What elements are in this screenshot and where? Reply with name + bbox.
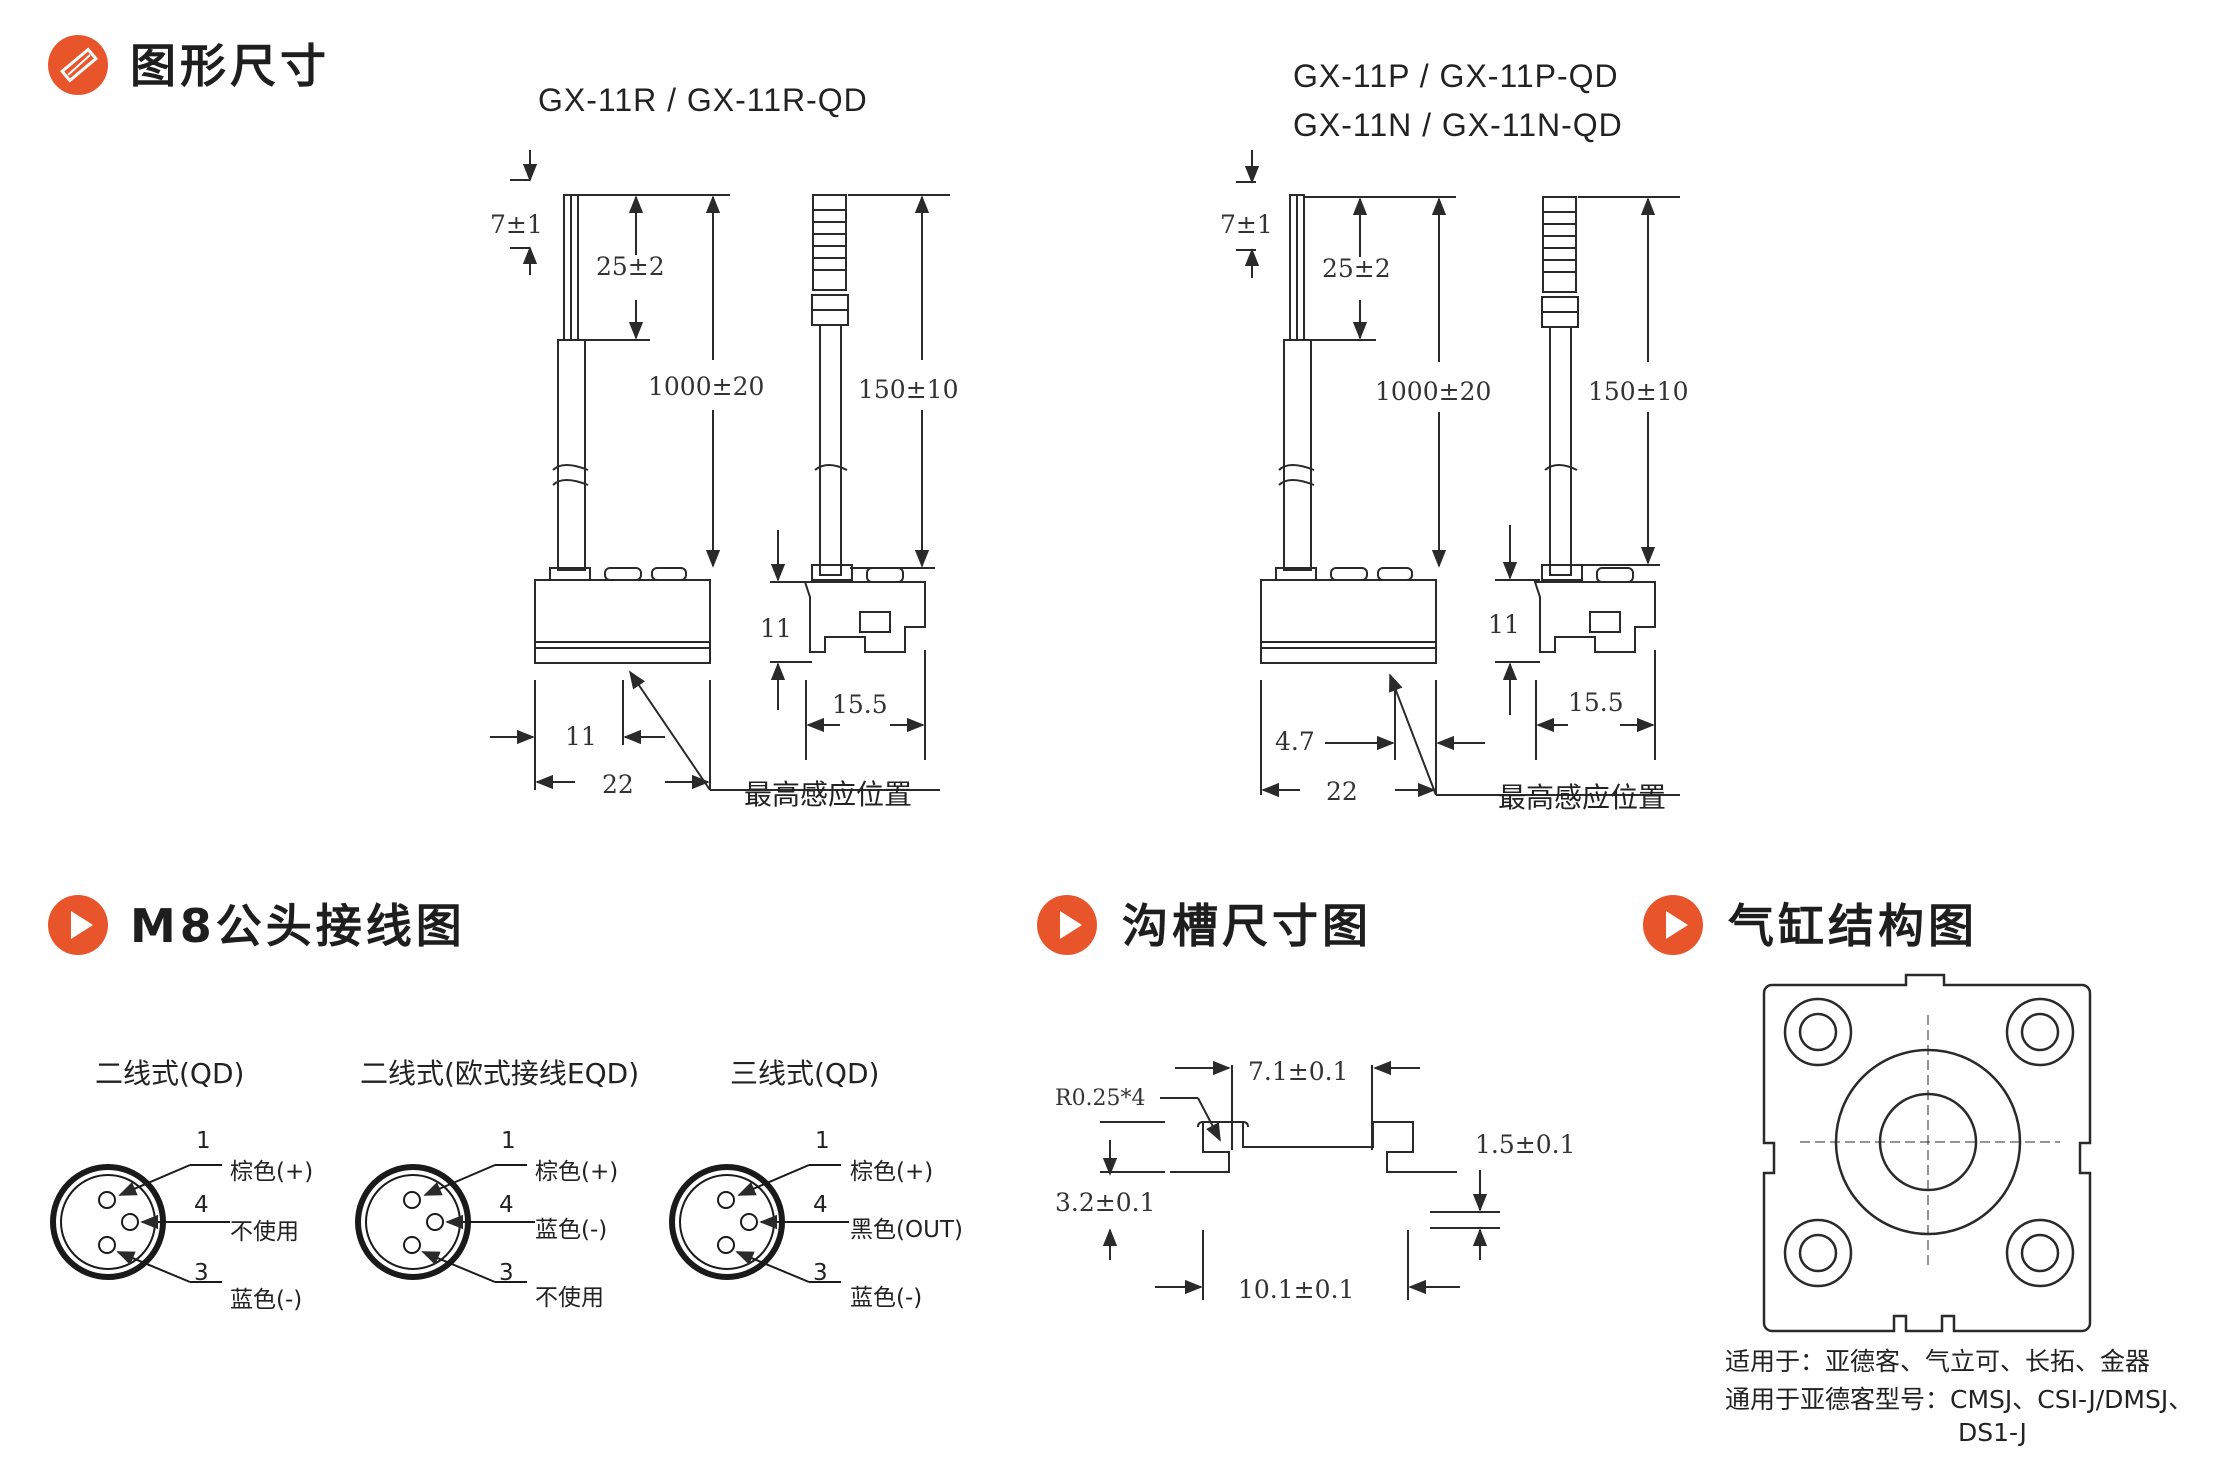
left-dim-1000: 1000±20 bbox=[648, 372, 765, 401]
left-dim-22: 22 bbox=[602, 770, 634, 799]
left-model-label: GX-11R / GX-11R-QD bbox=[538, 82, 868, 118]
m8-1-pin4-number: 4 bbox=[194, 1192, 209, 1218]
cylinder-note-line-1: 适用于：亚德客、气立可、长拓、金器 bbox=[1725, 1347, 2151, 1376]
m8-1-pin3-number: 3 bbox=[194, 1260, 209, 1286]
groove-radius-label: R0.25*4 bbox=[1055, 1086, 1146, 1111]
groove-profile bbox=[1100, 1060, 1500, 1300]
play-icon bbox=[1037, 895, 1097, 955]
left-dim-25: 25±2 bbox=[596, 252, 665, 281]
m8-section-title: M8公头接线图 bbox=[130, 899, 466, 953]
m8-connector-3 bbox=[669, 1164, 849, 1283]
left-sensor-body bbox=[534, 194, 711, 664]
groove-bottom-width: 10.1±0.1 bbox=[1238, 1275, 1355, 1304]
m8-1-pin3-label: 蓝色(-) bbox=[230, 1287, 303, 1313]
m8-3-pin3-label: 蓝色(-) bbox=[850, 1285, 923, 1311]
dimensions-section-title: 图形尺寸 bbox=[130, 39, 330, 93]
m8-2-pin3-label: 不使用 bbox=[535, 1285, 604, 1311]
m8-diagram-3-title: 三线式(QD) bbox=[730, 1057, 880, 1090]
m8-3-pin4-number: 4 bbox=[813, 1192, 828, 1218]
left-side-view-body bbox=[803, 194, 926, 653]
right-dim-7: 7±1 bbox=[1220, 210, 1273, 239]
m8-3-pin1-number: 1 bbox=[815, 1128, 830, 1154]
m8-2-pin1-label: 棕色(+) bbox=[535, 1159, 619, 1185]
cylinder-section bbox=[1762, 973, 2092, 1333]
m8-1-pin1-label: 棕色(+) bbox=[230, 1159, 314, 1185]
right-model-label-1: GX-11P / GX-11P-QD bbox=[1293, 58, 1619, 94]
m8-1-pin1-number: 1 bbox=[196, 1128, 211, 1154]
m8-3-pin4-label: 黑色(OUT) bbox=[850, 1217, 963, 1243]
cylinder-section-title: 气缸结构图 bbox=[1728, 899, 1978, 953]
m8-connector-1 bbox=[50, 1164, 230, 1283]
m8-3-pin3-number: 3 bbox=[813, 1260, 828, 1286]
cylinder-note-line-3: DS1-J bbox=[1958, 1418, 2027, 1447]
groove-top-width: 7.1±0.1 bbox=[1248, 1057, 1349, 1086]
m8-2-pin1-number: 1 bbox=[501, 1128, 516, 1154]
m8-connector-2 bbox=[355, 1164, 535, 1283]
m8-diagram-2-title: 二线式(欧式接线EQD) bbox=[360, 1057, 640, 1090]
right-model-label-2: GX-11N / GX-11N-QD bbox=[1293, 107, 1623, 143]
left-dim-7: 7±1 bbox=[490, 210, 543, 239]
ruler-pencil-glyph bbox=[60, 47, 98, 83]
m8-1-pin4-label: 不使用 bbox=[230, 1219, 299, 1245]
groove-height: 3.2±0.1 bbox=[1055, 1188, 1156, 1217]
m8-3-pin1-label: 棕色(+) bbox=[850, 1159, 934, 1185]
m8-diagram-1-title: 二线式(QD) bbox=[95, 1057, 245, 1090]
right-dim-22: 22 bbox=[1326, 777, 1358, 806]
m8-2-pin4-label: 蓝色(-) bbox=[535, 1217, 608, 1243]
left-dim-15-5: 15.5 bbox=[832, 690, 888, 719]
right-dim-150: 150±10 bbox=[1588, 377, 1689, 406]
ruler-pencil-icon bbox=[48, 35, 108, 95]
left-sense-position-label: 最高感应位置 bbox=[744, 778, 913, 811]
left-dim-11w: 11 bbox=[565, 722, 597, 751]
right-sensor-body bbox=[1260, 194, 1437, 664]
right-dim-11h: 11 bbox=[1488, 610, 1520, 639]
m8-2-pin4-number: 4 bbox=[499, 1192, 514, 1218]
right-dim-25: 25±2 bbox=[1322, 254, 1391, 283]
groove-depth: 1.5±0.1 bbox=[1475, 1130, 1576, 1159]
left-dim-150: 150±10 bbox=[858, 375, 959, 404]
play-icon bbox=[1643, 895, 1703, 955]
right-dim-15-5: 15.5 bbox=[1568, 688, 1624, 717]
left-dim-11h: 11 bbox=[760, 614, 792, 643]
right-dim-1000: 1000±20 bbox=[1375, 377, 1492, 406]
m8-2-pin3-number: 3 bbox=[499, 1260, 514, 1286]
right-side-view-body bbox=[1533, 196, 1656, 653]
play-icon bbox=[48, 895, 108, 955]
groove-section-title: 沟槽尺寸图 bbox=[1122, 899, 1372, 953]
right-sense-position-label: 最高感应位置 bbox=[1498, 781, 1667, 814]
cylinder-note-line-2: 通用于亚德客型号：CMSJ、CSI-J/DMSJ、 bbox=[1725, 1385, 2194, 1414]
right-dim-4-7: 4.7 bbox=[1275, 727, 1315, 756]
